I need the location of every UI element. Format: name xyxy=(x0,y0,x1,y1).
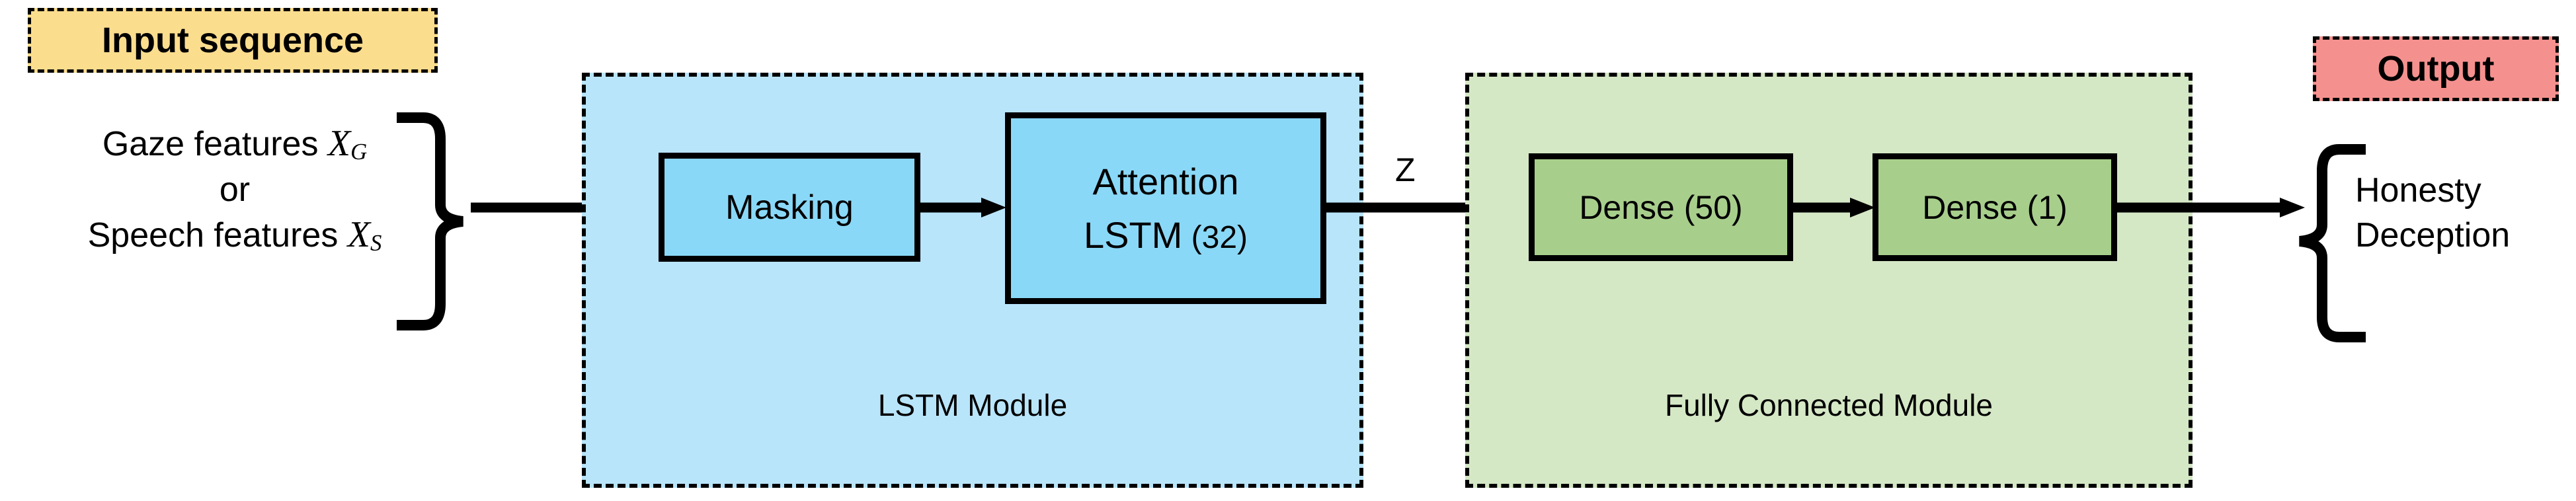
dense-50-label: Dense (50) xyxy=(1579,188,1743,226)
input-line-speech: Speech features XS xyxy=(87,214,382,256)
dense-50-layer-box: Dense (50) xyxy=(1529,153,1793,261)
speech-feature-symbol: XS xyxy=(347,214,382,256)
output-class-text: Honesty Deception xyxy=(2355,169,2573,258)
input-brace-icon xyxy=(397,112,469,334)
attention-lstm-units xyxy=(1182,220,1191,255)
output-class-deception: Deception xyxy=(2355,215,2511,254)
masking-layer-box: Masking xyxy=(659,153,920,262)
masking-layer-label: Masking xyxy=(725,188,854,227)
dense-1-label: Dense (1) xyxy=(1922,188,2068,226)
attention-lstm-layer-box: Attention LSTM (32) xyxy=(1005,112,1326,304)
gaze-feature-symbol: XG xyxy=(327,123,368,165)
arrow-masking-to-attention xyxy=(920,198,1006,217)
output-brace-icon xyxy=(2293,144,2366,346)
fully-connected-module-panel: Fully Connected Module xyxy=(1465,73,2193,488)
input-line-or: or xyxy=(219,170,251,209)
input-line-gaze: Gaze features XG xyxy=(102,123,368,165)
arrow-dense1-to-output xyxy=(2117,198,2305,217)
output-badge-label: Output xyxy=(2377,49,2495,89)
latent-variable-label: Z xyxy=(1395,151,1416,188)
output-class-honesty: Honesty xyxy=(2355,171,2481,210)
output-badge: Output xyxy=(2313,36,2559,101)
input-sequence-badge: Input sequence xyxy=(28,8,438,73)
lstm-module-caption: LSTM Module xyxy=(877,388,1068,422)
input-sequence-label: Input sequence xyxy=(101,20,364,60)
input-feature-text: Gaze features XG or Speech features XS xyxy=(20,120,450,259)
fully-connected-module-caption: Fully Connected Module xyxy=(1664,388,1993,422)
attention-lstm-label-line2: LSTM (32) xyxy=(1083,214,1248,256)
attention-lstm-label-line1: Attention xyxy=(1092,160,1239,202)
arrow-dense50-to-dense1 xyxy=(1793,198,1875,217)
dense-1-layer-box: Dense (1) xyxy=(1872,153,2117,261)
